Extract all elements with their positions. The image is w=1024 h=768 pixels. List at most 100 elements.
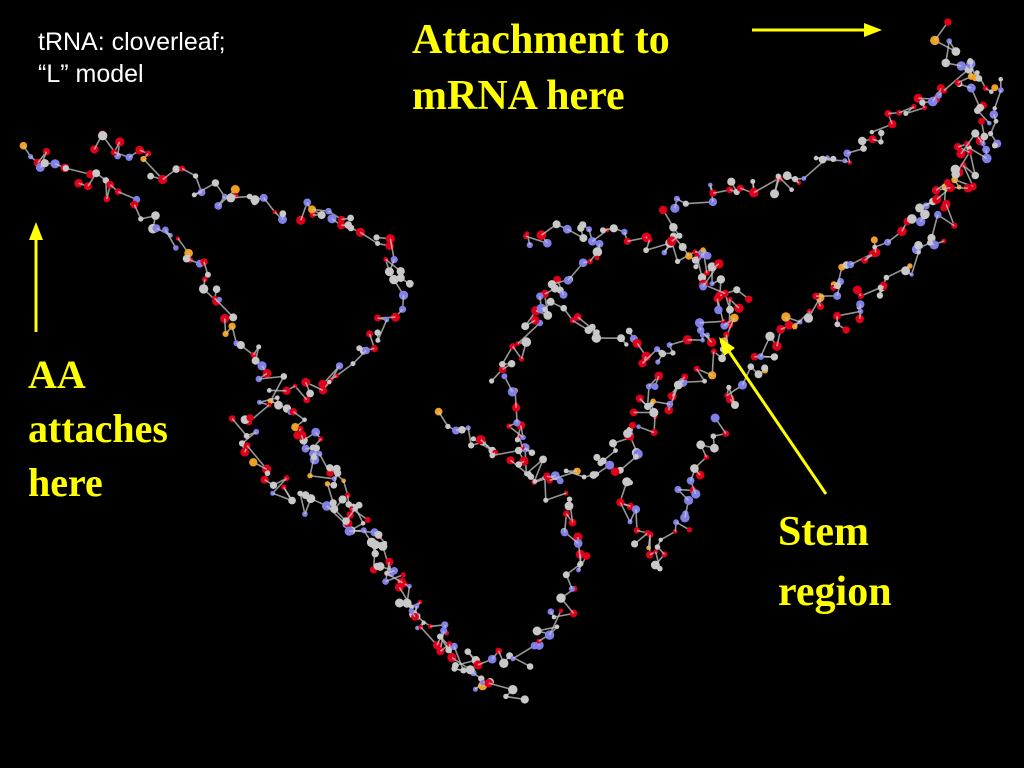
- bond: [794, 310, 811, 328]
- atom: [152, 224, 161, 233]
- atom: [616, 498, 625, 507]
- atom: [83, 182, 92, 191]
- atom: [754, 370, 763, 379]
- bond: [976, 72, 987, 89]
- atom: [564, 501, 574, 511]
- atom: [503, 693, 509, 700]
- atom: [552, 220, 561, 229]
- atom: [916, 217, 926, 227]
- atom: [595, 239, 604, 248]
- atom: [991, 142, 998, 149]
- atom: [260, 475, 269, 484]
- atom: [577, 560, 584, 567]
- atom: [135, 145, 145, 155]
- atom: [963, 183, 973, 193]
- atom: [852, 285, 862, 295]
- atom: [408, 608, 415, 614]
- bond: [386, 572, 406, 585]
- atom: [501, 373, 508, 380]
- atom: [610, 467, 620, 477]
- bond: [638, 425, 655, 434]
- bond: [258, 375, 284, 380]
- bond: [777, 175, 793, 191]
- atom: [432, 641, 442, 650]
- atom: [427, 624, 433, 629]
- atom: [249, 458, 258, 467]
- atom: [228, 322, 236, 330]
- caption-line-1: tRNA: cloverleaf;: [38, 28, 226, 56]
- atom: [303, 198, 312, 207]
- atom: [355, 227, 365, 237]
- bond: [399, 602, 417, 607]
- bond: [437, 411, 449, 427]
- atom: [452, 426, 460, 435]
- atom: [654, 371, 664, 381]
- atom: [345, 492, 351, 499]
- atom: [521, 337, 532, 347]
- atom: [749, 187, 759, 198]
- aa-label-line-3: here: [28, 460, 103, 505]
- bond: [695, 368, 706, 382]
- bond: [945, 203, 956, 227]
- atom: [405, 279, 414, 288]
- atom: [702, 378, 707, 384]
- atom: [103, 195, 111, 203]
- atom: [594, 255, 600, 261]
- atom: [703, 252, 712, 260]
- atom: [967, 58, 974, 64]
- atom: [440, 627, 448, 635]
- atom: [896, 109, 903, 116]
- atom: [651, 383, 659, 390]
- atom: [870, 236, 878, 244]
- atom: [784, 320, 794, 330]
- mrna-attachment-label: Attachment to mRNA here: [412, 12, 670, 124]
- atom: [954, 79, 962, 86]
- atom: [364, 516, 371, 523]
- atom: [50, 159, 60, 169]
- atom: [643, 247, 649, 254]
- atom: [789, 187, 794, 192]
- atom: [329, 499, 337, 507]
- atom: [147, 172, 155, 180]
- atom: [710, 348, 717, 355]
- atom: [528, 449, 536, 457]
- atom: [458, 426, 466, 434]
- atom: [324, 481, 331, 487]
- bond: [309, 474, 335, 480]
- bond: [773, 176, 780, 194]
- bond: [259, 397, 278, 404]
- atom: [978, 117, 985, 125]
- bond: [246, 445, 268, 470]
- atom: [172, 165, 180, 173]
- atom: [573, 467, 581, 475]
- bond: [850, 253, 873, 266]
- atom: [375, 562, 385, 571]
- atom: [709, 189, 717, 197]
- bond: [545, 492, 567, 501]
- atom: [927, 239, 933, 246]
- atom: [636, 424, 641, 430]
- atom: [566, 496, 573, 502]
- bond: [565, 564, 581, 576]
- atom: [578, 258, 588, 268]
- bond: [641, 348, 658, 364]
- atom: [395, 598, 404, 608]
- bond: [142, 158, 163, 180]
- atom: [568, 518, 577, 527]
- caption-line-2: “L” model: [38, 60, 144, 88]
- atom: [520, 695, 529, 704]
- atom: [326, 469, 334, 477]
- stem-label-line-1: Stem: [778, 509, 869, 555]
- atom: [982, 145, 990, 154]
- atom: [966, 83, 976, 93]
- bond: [492, 449, 519, 457]
- bond: [359, 231, 379, 245]
- atom: [624, 342, 629, 347]
- bond: [517, 322, 541, 345]
- atom: [110, 149, 118, 156]
- atom: [934, 210, 942, 219]
- atom: [998, 77, 1003, 82]
- atom: [556, 593, 566, 603]
- atom: [623, 237, 632, 245]
